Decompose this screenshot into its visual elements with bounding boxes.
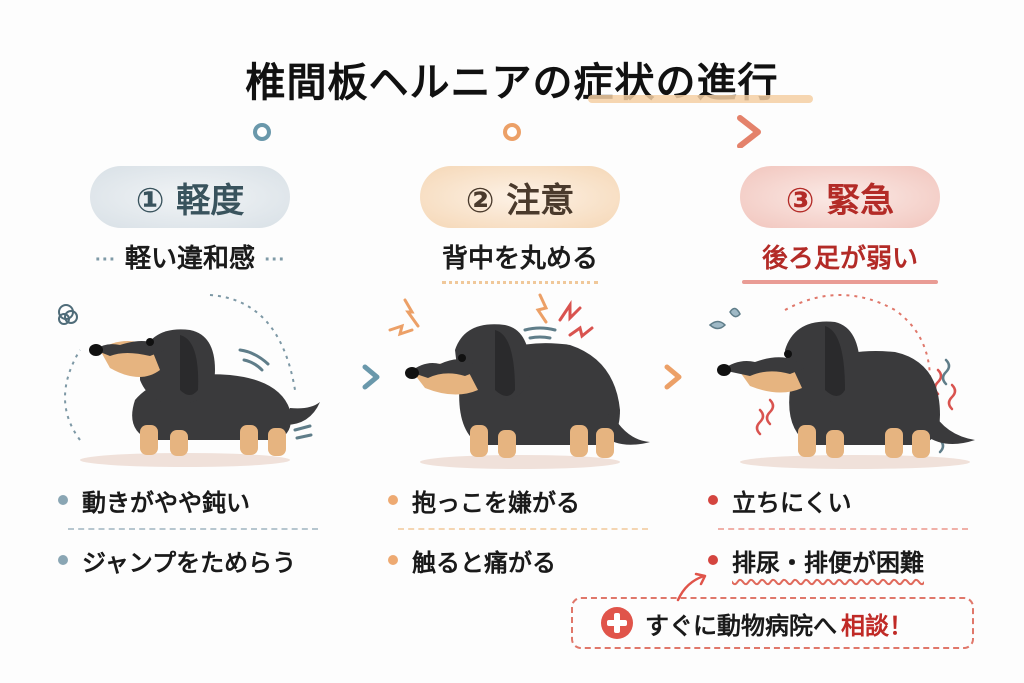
symptom-list-mild: 動きがやや鈍い ジャンプをためらう — [58, 478, 358, 582]
symptom-list-urgent: 立ちにくい 排尿・排便が困難 — [708, 478, 1008, 582]
motion-arc-icon — [64, 349, 81, 441]
bullet-dot-icon — [388, 495, 398, 505]
list-item: 立ちにくい — [708, 478, 1008, 522]
stage-subtitle-urgent: 後ろ足が弱い — [690, 240, 990, 284]
bullet-dot-icon — [708, 495, 718, 505]
progress-timeline-arrow — [253, 115, 761, 148]
stage-mild: ① 軽度 ··· 軽い違和感 ··· — [40, 166, 340, 278]
stage-urgent: ③ 緊急 後ろ足が弱い — [690, 166, 990, 284]
list-item: 抱っこを嫌がる — [388, 478, 688, 522]
stage-caution: ② 注意 背中を丸める — [370, 166, 670, 284]
list-item: 動きがやや鈍い — [58, 478, 358, 522]
list-item: 排尿・排便が困難 — [708, 538, 1008, 582]
timeline-node-middle — [503, 123, 521, 141]
wag-motion-icon — [238, 348, 313, 440]
stage-subtitle-text: 背中を丸める — [441, 244, 598, 274]
pain-spark-red-icon — [558, 300, 594, 339]
divider — [708, 522, 1008, 538]
dachshund-mild-illustration — [58, 294, 320, 467]
timeline-node-start — [253, 123, 271, 141]
dots-decoration: ··· — [264, 249, 286, 269]
list-item: 触ると痛がる — [388, 538, 688, 582]
stage-subtitle-caution: 背中を丸める — [370, 240, 670, 284]
callout-emphasis: 相談！ — [841, 611, 913, 640]
divider — [58, 522, 358, 538]
step-arrow-icon — [635, 364, 682, 390]
stage-subtitle-text: 軽い違和感 — [124, 244, 255, 274]
red-underline — [742, 280, 938, 284]
divider — [388, 522, 688, 538]
bullet-dot-icon — [708, 555, 718, 565]
stage-subtitle-text: 後ろ足が弱い — [761, 244, 918, 274]
vet-consult-callout: すぐに動物病院へ 相談！ — [571, 597, 974, 649]
sweat-drop-icon — [708, 307, 741, 330]
callout-text: すぐに動物病院へ — [645, 611, 837, 640]
list-item: ジャンプをためらう — [58, 538, 358, 582]
dachshund-urgent-illustration — [708, 294, 975, 469]
dachshund-caution-illustration — [388, 293, 650, 469]
symptom-list-caution: 抱っこを嫌がる 触ると痛がる — [388, 478, 688, 582]
dotted-underline — [442, 281, 598, 284]
page-title: 椎間板ヘルニアの症状の進行 — [245, 60, 779, 106]
medical-cross-icon — [601, 607, 633, 639]
dots-decoration: ··· — [94, 249, 116, 269]
stage-badge-urgent: ③ 緊急 — [740, 166, 940, 228]
stage-badge-mild: ① 軽度 — [90, 166, 290, 228]
stage-subtitle-mild: ··· 軽い違和感 ··· — [40, 240, 340, 278]
confused-scribble-icon — [58, 304, 78, 325]
stage-badge-caution: ② 注意 — [420, 166, 620, 228]
step-arrow-icon — [333, 364, 380, 390]
bullet-dot-icon — [58, 495, 68, 505]
bullet-dot-icon — [388, 555, 398, 565]
title-highlight-underline — [588, 95, 813, 103]
bullet-dot-icon — [58, 555, 68, 565]
pain-spark-icon — [388, 293, 549, 337]
